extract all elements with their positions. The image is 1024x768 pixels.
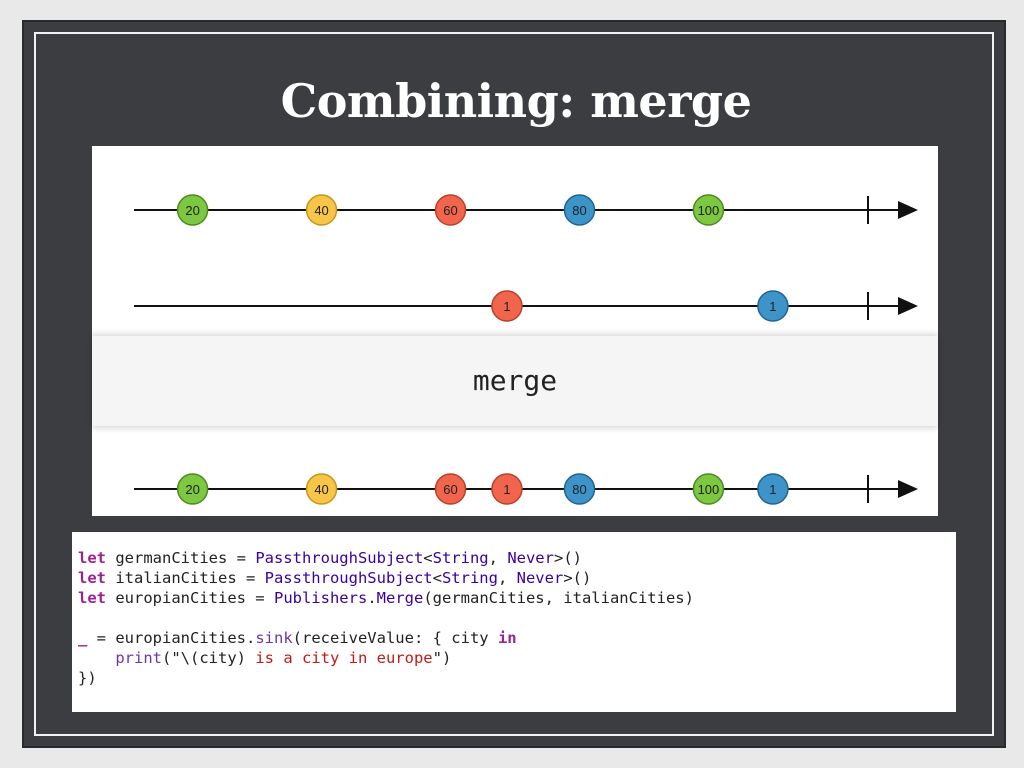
marble	[305, 473, 338, 505]
marble	[491, 290, 523, 322]
code-line: let italianCities = PassthroughSubject<S…	[78, 568, 956, 588]
code-panel: let germanCities = PassthroughSubject<St…	[72, 532, 956, 712]
result-svg: 20 40 60 1 80 100 1	[134, 473, 918, 505]
timeline-german: 20 40 60 80 100	[134, 194, 918, 226]
marble	[305, 194, 338, 226]
code-line	[78, 608, 956, 628]
slide-frame	[34, 32, 994, 736]
marble	[176, 473, 209, 505]
code-token: (germanCities, italianCities)	[423, 589, 694, 607]
marble	[176, 194, 209, 226]
marble	[757, 290, 789, 322]
code-token: Never	[516, 569, 564, 587]
code-token: })	[78, 669, 97, 687]
code-line: _ = europianCities.sink(receiveValue: { …	[78, 628, 956, 648]
code-token: (receiveValue: { city	[292, 629, 498, 647]
marble	[692, 473, 725, 505]
marble	[563, 194, 596, 226]
code-token: in	[497, 629, 517, 647]
marble-label: 1	[769, 299, 776, 314]
code-token	[78, 649, 115, 667]
marble	[757, 473, 789, 505]
timeline-result: 20 40 60 1 80 100 1	[134, 473, 918, 505]
code-token: <	[423, 549, 433, 567]
timeline-arrow-icon	[898, 480, 918, 498]
code-token: print	[115, 649, 162, 667]
marble	[491, 473, 523, 505]
marble	[434, 194, 467, 226]
operator-label: merge	[472, 364, 558, 397]
code-token: String	[432, 549, 489, 567]
code-token: Never	[507, 549, 554, 567]
operator-band: merge	[92, 336, 938, 426]
code-token: >()	[553, 549, 582, 567]
code-token: Merge	[376, 589, 424, 607]
marble	[692, 194, 725, 226]
code-token: ("\(city)	[162, 649, 256, 667]
timeline-arrow-icon	[898, 297, 918, 315]
code-token: <	[432, 569, 442, 587]
code-token: italianCities =	[106, 569, 265, 587]
code-token: ")	[432, 649, 452, 667]
code-token: PassthroughSubject	[255, 549, 424, 567]
marble-label: 40	[314, 203, 328, 218]
marble-label: 60	[443, 482, 457, 497]
code-token: germanCities =	[106, 549, 256, 567]
marble-label: 100	[698, 203, 720, 218]
marble-label: 1	[503, 482, 510, 497]
marble-label: 80	[572, 203, 586, 218]
marble	[434, 473, 467, 505]
marble	[563, 473, 596, 505]
code-token: ,	[488, 549, 508, 567]
code-token: is a city in europe	[255, 649, 433, 667]
marble-label: 1	[503, 299, 510, 314]
code-token: .	[367, 589, 377, 607]
code-token: let	[78, 549, 106, 567]
timeline-arrow-icon	[898, 201, 918, 219]
code-token: let	[78, 569, 106, 587]
marble-label: 100	[698, 482, 720, 497]
code-line: let europianCities = Publishers.Merge(ge…	[78, 588, 956, 608]
code-token: String	[441, 569, 498, 587]
marble-label: 20	[185, 203, 199, 218]
marble-label: 1	[769, 482, 776, 497]
code-token: europianCities =	[106, 589, 274, 607]
code-token: ,	[497, 569, 517, 587]
code-token: PassthroughSubject	[264, 569, 433, 587]
code-token: Publishers	[273, 589, 368, 607]
marble-label: 20	[185, 482, 199, 497]
code-token: let	[78, 589, 106, 607]
marble-label: 60	[443, 203, 457, 218]
marble-label: 80	[572, 482, 586, 497]
marble-label: 40	[314, 482, 328, 497]
slide-title: Combining: merge	[280, 74, 752, 128]
code-token: >()	[563, 569, 592, 587]
code-line: })	[78, 668, 956, 688]
code-line: print("\(city) is a city in europe")	[78, 648, 956, 668]
code-line: let germanCities = PassthroughSubject<St…	[78, 548, 956, 568]
code-token: sink	[255, 629, 293, 647]
code-token: = europianCities.	[87, 629, 256, 647]
code-token: _	[78, 629, 88, 647]
